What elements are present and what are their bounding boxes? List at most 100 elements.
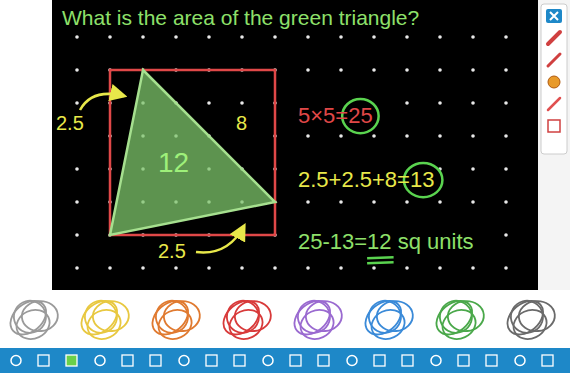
peg bbox=[438, 101, 442, 105]
peg bbox=[438, 134, 442, 138]
peg bbox=[438, 68, 442, 72]
peg bbox=[75, 101, 79, 105]
peg bbox=[141, 266, 145, 270]
peg bbox=[471, 167, 475, 171]
peg bbox=[471, 134, 475, 138]
peg bbox=[108, 35, 112, 39]
tool-icon bbox=[515, 356, 525, 366]
tool-icon bbox=[95, 356, 105, 366]
peg bbox=[372, 68, 376, 72]
peg bbox=[273, 266, 277, 270]
equation: 25-13=12 sq units bbox=[298, 230, 474, 254]
peg bbox=[372, 200, 376, 204]
peg bbox=[405, 101, 409, 105]
rubber-band bbox=[83, 305, 126, 345]
rubber-band bbox=[12, 305, 55, 345]
tool-icon bbox=[179, 356, 189, 366]
peg bbox=[504, 200, 508, 204]
peg bbox=[306, 35, 310, 39]
rubber-band bbox=[367, 305, 410, 345]
close-icon bbox=[546, 9, 562, 23]
rubber-band bbox=[438, 305, 481, 345]
tool-icon bbox=[318, 355, 329, 366]
peg bbox=[306, 68, 310, 72]
peg bbox=[504, 134, 508, 138]
peg bbox=[504, 35, 508, 39]
peg bbox=[75, 35, 79, 39]
tool-icon bbox=[290, 355, 301, 366]
tool-icon bbox=[263, 356, 273, 366]
peg bbox=[306, 134, 310, 138]
answer-underline bbox=[367, 262, 393, 263]
toolbar bbox=[0, 348, 570, 373]
peg bbox=[207, 101, 211, 105]
tool-icon bbox=[458, 355, 469, 366]
color-icon bbox=[548, 76, 560, 88]
peg bbox=[438, 35, 442, 39]
peg bbox=[471, 35, 475, 39]
red-square bbox=[110, 70, 275, 235]
rubber-band bbox=[509, 305, 552, 345]
tool-icon bbox=[122, 355, 133, 366]
peg bbox=[405, 35, 409, 39]
question-title: What is the area of the green triangle? bbox=[62, 6, 419, 29]
peg bbox=[339, 35, 343, 39]
tool-icon bbox=[206, 355, 217, 366]
peg bbox=[405, 266, 409, 270]
tool-icon bbox=[38, 355, 49, 366]
peg bbox=[405, 200, 409, 204]
peg bbox=[75, 233, 79, 237]
peg bbox=[339, 200, 343, 204]
peg bbox=[372, 134, 376, 138]
board bbox=[52, 0, 538, 290]
marker-icon bbox=[548, 98, 560, 110]
tool-panel bbox=[541, 4, 567, 154]
frame-icon bbox=[548, 120, 560, 132]
peg bbox=[273, 35, 277, 39]
peg bbox=[405, 134, 409, 138]
peg bbox=[438, 266, 442, 270]
triangle-area-label: 2.5 bbox=[158, 240, 186, 262]
tool-icon bbox=[66, 355, 77, 366]
peg bbox=[141, 35, 145, 39]
peg bbox=[207, 35, 211, 39]
side-panel bbox=[538, 0, 570, 290]
peg bbox=[75, 200, 79, 204]
triangle-area-label: 2.5 bbox=[56, 112, 84, 134]
tool-icon bbox=[234, 355, 245, 366]
rubber-bands bbox=[4, 294, 556, 344]
peg bbox=[306, 266, 310, 270]
peg bbox=[372, 35, 376, 39]
rubber-band bbox=[154, 305, 197, 345]
arrow-bottom bbox=[196, 226, 244, 252]
answer-label: 12 bbox=[158, 148, 189, 179]
pen-icon bbox=[548, 54, 560, 66]
peg bbox=[339, 266, 343, 270]
peg bbox=[372, 266, 376, 270]
tool-icon bbox=[402, 355, 413, 366]
tool-icon bbox=[431, 356, 441, 366]
tool-icon bbox=[542, 355, 553, 366]
peg bbox=[471, 68, 475, 72]
band-tray bbox=[0, 290, 570, 348]
peg bbox=[174, 266, 178, 270]
peg bbox=[240, 35, 244, 39]
tool-icon bbox=[347, 356, 357, 366]
arrow-left bbox=[80, 94, 124, 110]
peg bbox=[75, 266, 79, 270]
eraser-icon bbox=[548, 32, 560, 44]
rubber-band bbox=[296, 305, 339, 345]
peg bbox=[471, 266, 475, 270]
tool-icon bbox=[150, 355, 161, 366]
peg bbox=[240, 101, 244, 105]
triangle-area-label: 8 bbox=[236, 112, 247, 134]
peg bbox=[306, 200, 310, 204]
peg bbox=[339, 68, 343, 72]
peg bbox=[207, 266, 211, 270]
green-triangle bbox=[110, 70, 275, 235]
peg bbox=[405, 68, 409, 72]
peg-grid bbox=[75, 35, 508, 270]
peg bbox=[75, 167, 79, 171]
